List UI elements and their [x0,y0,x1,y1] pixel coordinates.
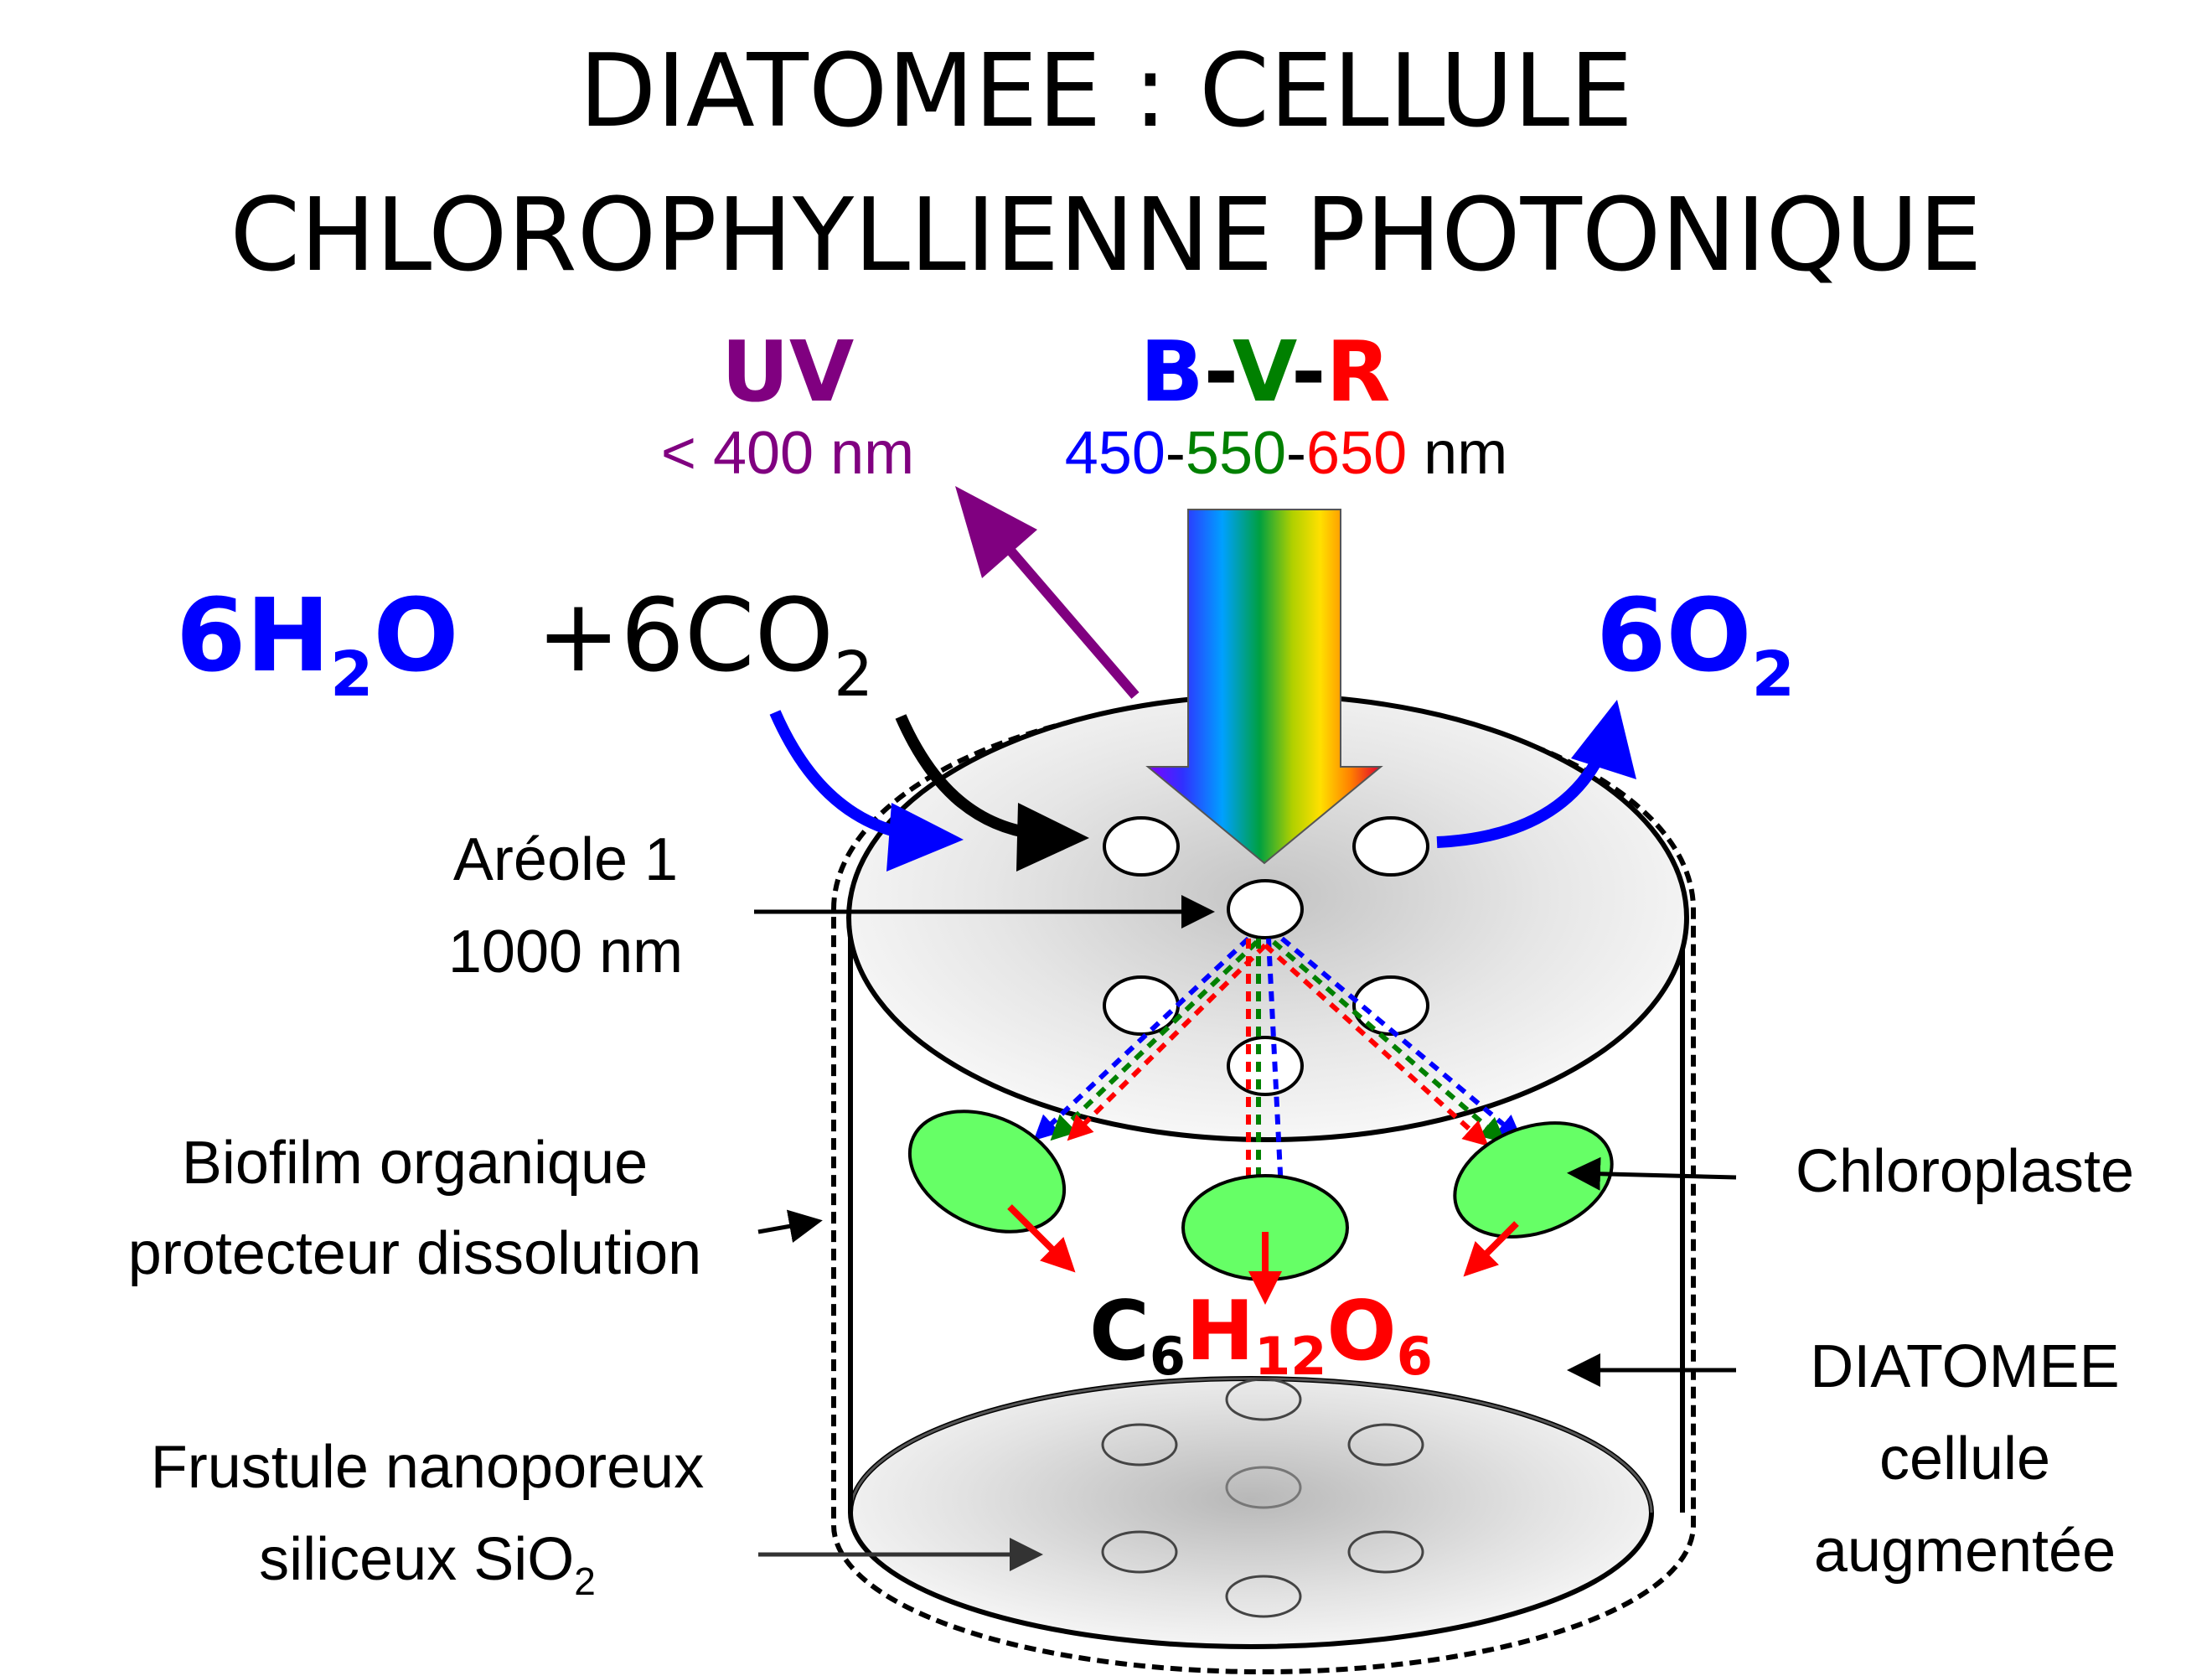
bvr-sep-2: - [1291,323,1326,421]
frustule-label-line-2: siliceux SiO2 [259,1526,596,1603]
bvr-wavelengths: 450-550-650 nm [1065,420,1507,487]
uv-label: UV [721,323,855,421]
oxygen-sub: 2 [1752,639,1796,711]
uv-reflection-arrow [955,486,1140,699]
glucose-arrows [1007,1204,1519,1305]
areole-label-line-1: Aréole 1 [453,826,678,893]
water-tail: O [373,578,458,695]
frustule-sio: siliceux SiO [259,1526,574,1593]
wl-sep-2: - [1286,420,1306,487]
reactant-co2: +6CO2 [536,578,873,711]
areole-mid-right [1352,975,1429,1036]
co2-sub: 2 [834,639,873,711]
frustule-label-line-1: Frustule nanoporeux [151,1434,704,1501]
co2-input-arrow [895,714,1089,872]
wl-sep-1: - [1165,420,1186,487]
chloroplast-left [907,1110,1067,1234]
cell-label-line-1: DIATOMEE [1810,1333,2119,1400]
bvr-sep-1: - [1204,323,1235,421]
areole-label-line-2: 1000 nm [448,918,683,985]
water-input-arrow [769,710,964,872]
uv-wavelength: < 400 nm [661,420,914,487]
bottom-valve-rim [849,1377,1653,1513]
biofilm-label-line-2: protecteur dissolution [128,1220,701,1287]
title-line-1: DIATOMEE : CELLULE [579,34,1633,150]
glucose-formula: C6H12O6 [1089,1284,1433,1387]
biofilm-label-line-1: Biofilm organique [182,1130,648,1197]
glucose-c: C [1089,1284,1150,1379]
areole-top-right [1352,816,1429,877]
areole-mid-left [1103,975,1180,1036]
cell-label-line-2: cellule [1879,1425,2050,1492]
light-rays [1033,936,1522,1214]
chloroplast-right [1453,1121,1614,1239]
chloroplaste-label: Chloroplaste [1796,1138,2134,1205]
glucose-c-sub: 6 [1150,1326,1186,1387]
title-line-2: CHLOROPHYLLIENNE PHOTONIQUE [230,178,1982,294]
bvr-label: B-V-R [1140,323,1390,421]
wl-green: 550 [1186,420,1286,487]
oxygen-output-arrow [1436,700,1636,848]
co2-coef: +6CO [536,578,834,695]
bvr-v: V [1233,323,1297,421]
glucose-h-sub: 12 [1254,1326,1326,1387]
bottom-pores [1101,1378,1424,1618]
biofilm-pointer [757,1209,823,1243]
top-pores [1103,816,1429,1096]
product-oxygen: 6O2 [1596,578,1795,711]
glucose-o: O [1326,1284,1396,1379]
wl-unit: nm [1407,420,1507,487]
glucose-h: H [1186,1284,1254,1379]
water-coef: 6H [176,578,330,695]
wl-blue: 450 [1065,420,1165,487]
water-sub: 2 [330,639,374,711]
cell-label-line-3: augmentée [1814,1518,2116,1585]
oxygen-coef: 6O [1596,578,1752,695]
visible-light-arrow [1145,509,1383,865]
reactant-water: 6H2O [176,578,458,711]
glucose-o-sub: 6 [1397,1326,1433,1387]
bvr-b: B [1140,323,1203,421]
bvr-r: R [1326,323,1391,421]
areole-top-left [1103,816,1180,877]
areole-lower [1227,1036,1304,1096]
frustule-sub: 2 [574,1560,596,1603]
chloroplaste-pointer [1567,1156,1737,1191]
areole-center [1227,879,1304,939]
wl-red: 650 [1306,420,1407,487]
